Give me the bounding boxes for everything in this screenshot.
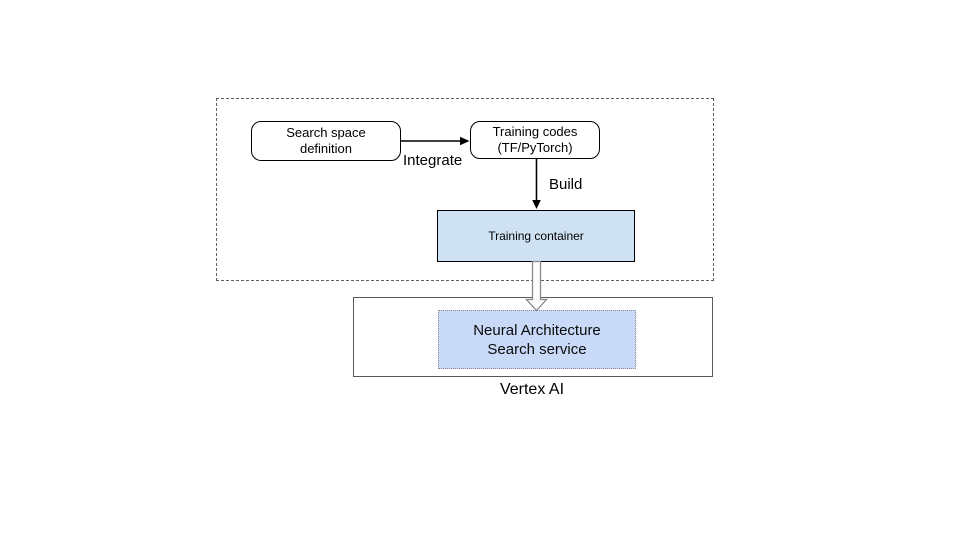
integrate-edge-label: Integrate [403, 152, 463, 169]
search-space-label-line1: Search space [286, 125, 366, 140]
nas-service-label-line2: Search service [487, 340, 587, 358]
node-search-space-definition: Search space definition [251, 121, 401, 161]
nas-service-label-line1: Neural Architecture [473, 321, 601, 339]
workflow-group-box [216, 98, 714, 281]
vertex-ai-label: Vertex AI [499, 381, 565, 398]
build-edge-label: Build [549, 176, 583, 193]
training-container-label: Training container [488, 229, 584, 243]
training-codes-label-line2: (TF/PyTorch) [497, 140, 573, 155]
node-training-container: Training container [437, 210, 635, 262]
node-nas-service: Neural Architecture Search service [438, 310, 636, 369]
node-training-codes: Training codes (TF/PyTorch) [470, 121, 600, 159]
search-space-label-line2: definition [299, 141, 353, 156]
training-codes-label-line1: Training codes [492, 124, 578, 139]
